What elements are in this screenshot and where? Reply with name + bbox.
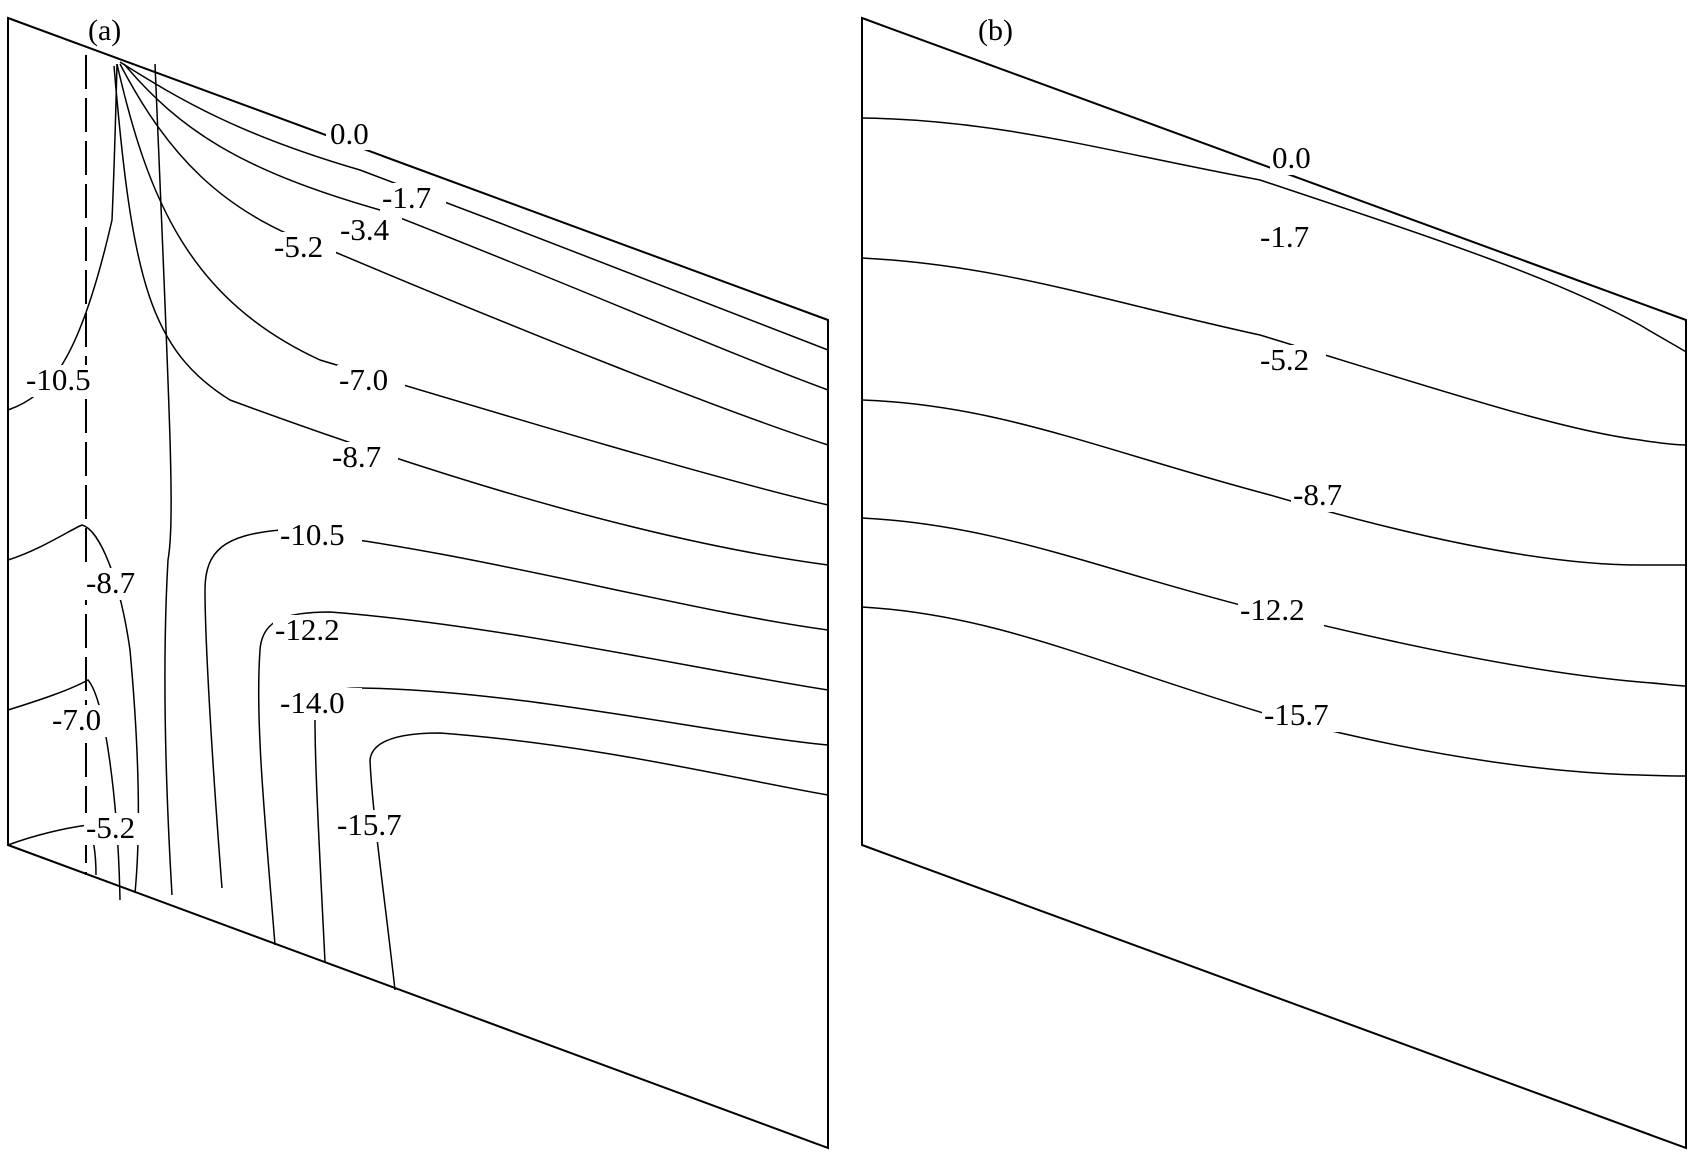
panel-b-isoline	[861, 117, 1687, 353]
contour-label: -15.7	[1264, 697, 1329, 732]
panel-a-isoline	[154, 63, 173, 896]
contour-label: -15.7	[337, 807, 402, 842]
panel-b-isoline	[861, 257, 1687, 446]
contour-label: -3.4	[340, 212, 390, 247]
panel-b-isoline	[861, 517, 1687, 687]
contour-label: -10.5	[280, 517, 345, 552]
panel-a-left-labels: -10.5 -8.7 -7.0 -5.2	[24, 362, 160, 845]
panel-a-isoline	[119, 61, 829, 351]
panel-b-isoline	[861, 606, 1687, 777]
panel-a-letter: (a)	[88, 14, 121, 47]
panel-a-isoline	[369, 732, 829, 991]
contour-label: -5.2	[86, 810, 135, 845]
panel-a-isoline	[204, 529, 829, 889]
panel-a-isoline	[257, 611, 829, 946]
contour-label: -1.7	[1260, 219, 1309, 254]
panel-b-contour-labels: 0.0 -1.7 -5.2 -8.7 -12.2 -15.7	[1238, 140, 1359, 732]
contour-label: -12.2	[275, 612, 340, 647]
contour-label: 0.0	[330, 116, 369, 151]
contour-label: -8.7	[332, 439, 381, 474]
contour-label: -10.5	[26, 362, 91, 397]
contour-label: 0.0	[1272, 140, 1311, 175]
panel-a-isoline	[123, 63, 829, 391]
panel-a-isoline	[7, 63, 118, 411]
contour-label: -1.7	[382, 180, 431, 215]
contour-label: -14.0	[280, 685, 345, 720]
contour-label: -7.0	[52, 702, 101, 737]
panel-a-contour-labels: 0.0 -1.7 -3.4 -5.2 -7.0 -8.7 -10.5 -12.2…	[272, 116, 446, 842]
panel-b-isoline	[861, 399, 1686, 566]
contour-label: -5.2	[1260, 342, 1309, 377]
panel-a-isoline	[119, 63, 829, 446]
contour-label: -5.2	[274, 229, 323, 264]
contour-label: -12.2	[1240, 592, 1305, 627]
panel-a-isoline	[116, 63, 829, 506]
panel-a: (a) 0.0 -1.7 -3.4 -5.2 -7.0 -8.7 -10.5 -…	[7, 14, 829, 1150]
panel-a-isoline	[113, 65, 829, 566]
panel-b: (b) 0.0 -1.7 -5.2 -8.7 -12.2 -15.7	[861, 14, 1687, 1150]
panel-a-frame	[7, 16, 829, 1150]
contour-label: -8.7	[86, 565, 135, 600]
panel-b-frame	[861, 16, 1687, 1150]
panel-b-letter: (b)	[978, 14, 1013, 47]
contour-label: -7.0	[339, 362, 388, 397]
contour-label: -8.7	[1293, 477, 1342, 512]
